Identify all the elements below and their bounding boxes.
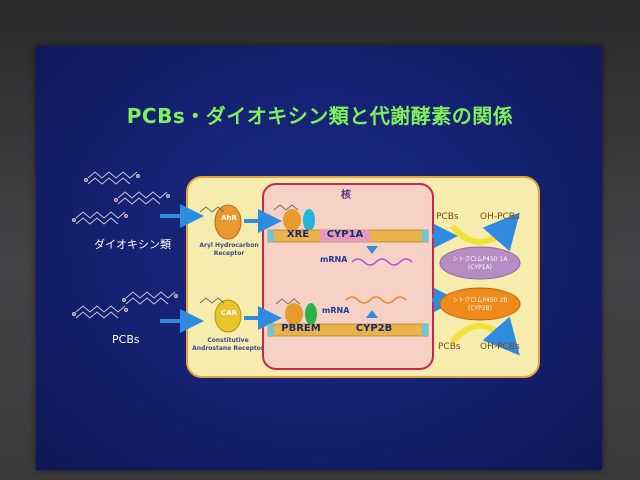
ahr-name-line1: Aryl Hydrocarbon: [199, 242, 259, 249]
slide-title: PCBs・ダイオキシン類と代謝酵素の関係: [126, 104, 514, 128]
car-name-line1: Constitutive: [207, 337, 249, 344]
enzyme-bottom-line2: (CYP2B): [468, 305, 492, 312]
dioxin-label: ダイオキシン類: [94, 238, 171, 251]
enzyme-top-line2: (CYP1A): [468, 264, 492, 271]
enzyme-top-line1: シトクロムP450 1A: [452, 256, 508, 263]
product-bottom-label: OH-PCBs: [480, 342, 520, 352]
reaction-arrow-top: [449, 212, 520, 252]
mrna-label-bottom: mRNA: [322, 306, 350, 315]
car-receptor: [214, 299, 242, 333]
substrate-bottom-label: PCBs: [438, 342, 461, 352]
product-top-label: OH-PCBs: [480, 212, 520, 222]
ahr-badge: AhR: [221, 214, 237, 222]
mrna-wave-top: [351, 258, 413, 266]
enzyme-oval-top: [439, 246, 521, 280]
pcb-molecule-1: [122, 291, 178, 305]
substrate-top-label: PCBs: [436, 212, 459, 222]
dioxin-molecule-2: [114, 191, 170, 205]
pcbs-label: PCBs: [112, 333, 140, 346]
mrna-label-top: mRNA: [320, 255, 348, 264]
cyp2b-gene-label: CYP2B: [355, 323, 393, 334]
up-arrow-bottom: [366, 310, 378, 318]
cyp1a-gene-label: CYP1A: [326, 229, 364, 240]
pcb-molecule-2: [72, 305, 128, 319]
arnt-partner-top: [303, 209, 315, 231]
dioxin-molecule-1: [84, 171, 140, 185]
reaction-arrow-bottom: [449, 316, 520, 356]
car-badge: CAR: [221, 309, 237, 317]
ahr-name-line2: Receptor: [213, 250, 245, 257]
enzyme-oval-bottom: [439, 287, 521, 321]
xre-label: XRE: [286, 229, 310, 240]
nucleus-label: 核: [341, 190, 351, 201]
ahr-receptor: [214, 204, 242, 240]
pbrem-label: PBREM: [281, 323, 321, 334]
rxr-partner-bottom: [305, 303, 317, 325]
car-name-line2: Androstane Receptor: [192, 345, 264, 352]
enzyme-bottom-line1: シトクロムP450 2B: [452, 297, 508, 304]
dioxin-molecule-3: [72, 211, 128, 225]
down-arrow-top: [366, 246, 378, 254]
mrna-wave-bottom: [345, 296, 407, 304]
